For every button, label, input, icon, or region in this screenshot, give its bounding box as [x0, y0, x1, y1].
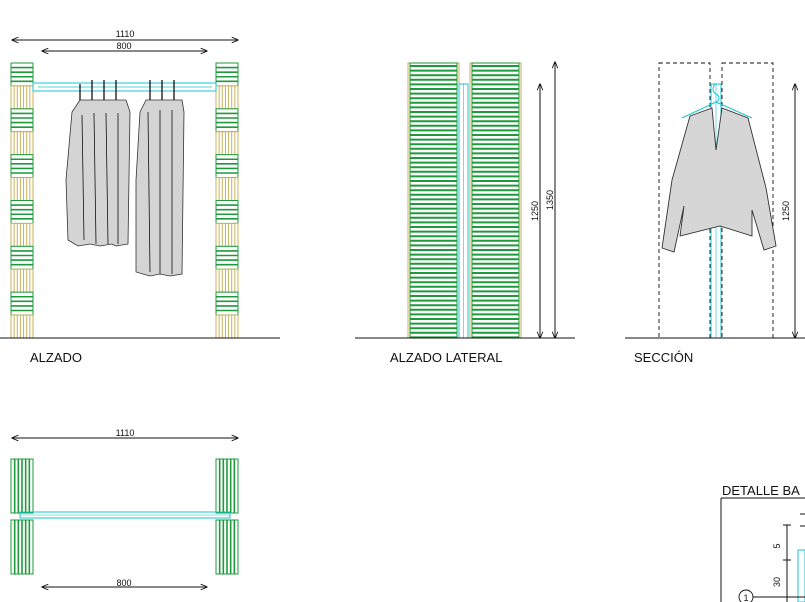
green-slat-block	[10, 200, 34, 224]
plan-dim-label-1110: 1110	[116, 428, 135, 438]
dim-label-1350: 1350	[545, 190, 555, 210]
side-slat-panels	[407, 62, 522, 339]
green-slat-block	[10, 108, 34, 133]
detail-dim-5: 5	[772, 543, 782, 548]
right-slat-column	[215, 62, 239, 339]
hanging-rail	[32, 82, 217, 92]
green-slat-block	[10, 245, 34, 270]
alzado-lateral-view: 1250 1350 ALZADO LATERAL	[355, 62, 575, 365]
plan-slat-blocks	[10, 458, 239, 575]
garments-right	[135, 80, 185, 277]
detalle-view: DETALLE BA 5 30 1	[720, 483, 805, 602]
view-label-detalle: DETALLE BA	[722, 483, 800, 498]
garments-left	[65, 80, 131, 247]
green-slat-block	[215, 62, 239, 87]
dim-label-800: 800	[116, 41, 131, 51]
seccion-view: 1250 SECCIÓN	[625, 62, 805, 365]
green-slat-block	[10, 154, 34, 179]
view-label-seccion: SECCIÓN	[634, 350, 693, 365]
hanger	[681, 83, 753, 119]
sweater	[661, 107, 777, 253]
alzado-view: 1110 800 ALZADO	[0, 29, 280, 365]
dim-label-section: 1250	[781, 201, 791, 221]
planta-view: 1110 800	[10, 428, 239, 588]
green-slat-block	[215, 245, 239, 270]
detail-callout-number: 1	[743, 593, 748, 602]
green-slat-block	[215, 154, 239, 179]
view-label-alzado: ALZADO	[30, 350, 82, 365]
dim-label-1110: 1110	[116, 29, 135, 39]
view-label-alzado-lateral: ALZADO LATERAL	[390, 350, 502, 365]
green-slat-block	[215, 108, 239, 133]
green-slat-block	[215, 200, 239, 224]
green-slat-block	[215, 291, 239, 316]
dim-label-1250: 1250	[530, 201, 540, 221]
detail-rail	[797, 549, 805, 602]
green-slat-block	[10, 291, 34, 316]
left-slat-column	[10, 62, 34, 339]
plan-dim-label-800: 800	[116, 578, 131, 588]
green-slat-block	[10, 62, 34, 87]
detail-dim-30: 30	[772, 577, 782, 587]
